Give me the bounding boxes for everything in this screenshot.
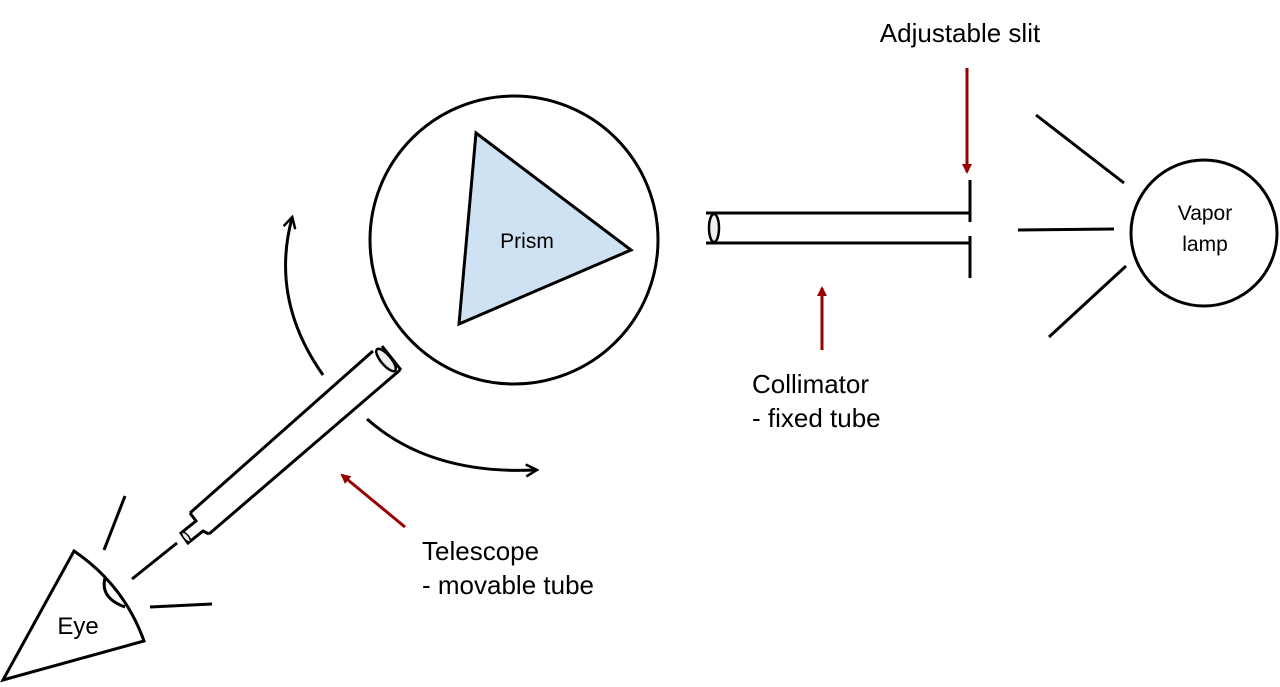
vapor-lamp-label: lamp	[1182, 233, 1228, 256]
eye-sightline	[131, 541, 178, 581]
eye-label: Eye	[57, 613, 98, 640]
telescope-label: - movable tube	[422, 570, 594, 600]
eye-rays	[102, 495, 213, 609]
telescope-label: Telescope	[422, 536, 539, 566]
prism-triangle	[457, 130, 634, 327]
telescope-tube	[178, 345, 403, 546]
eye-shape	[0, 548, 146, 683]
vapor-lamp-circle	[1129, 158, 1279, 308]
telescope-arrow	[340, 473, 406, 529]
collimator-lens	[707, 212, 721, 244]
prism-label: Prism	[500, 230, 554, 253]
collimator-tube	[706, 211, 970, 245]
collimator-label: - fixed tube	[752, 403, 881, 433]
collimator-label: Collimator	[752, 369, 869, 399]
vapor-lamp-label: Vapor	[1178, 202, 1232, 225]
adjustable-slit-label: Adjustable slit	[880, 18, 1041, 48]
eye-cornea	[102, 577, 126, 609]
rotate-up-arrow	[286, 218, 325, 376]
prism-table-circle	[368, 94, 660, 386]
lamp-rays	[1017, 113, 1128, 339]
telescope-lens	[374, 347, 398, 373]
rotate-down-arrow	[366, 417, 536, 470]
